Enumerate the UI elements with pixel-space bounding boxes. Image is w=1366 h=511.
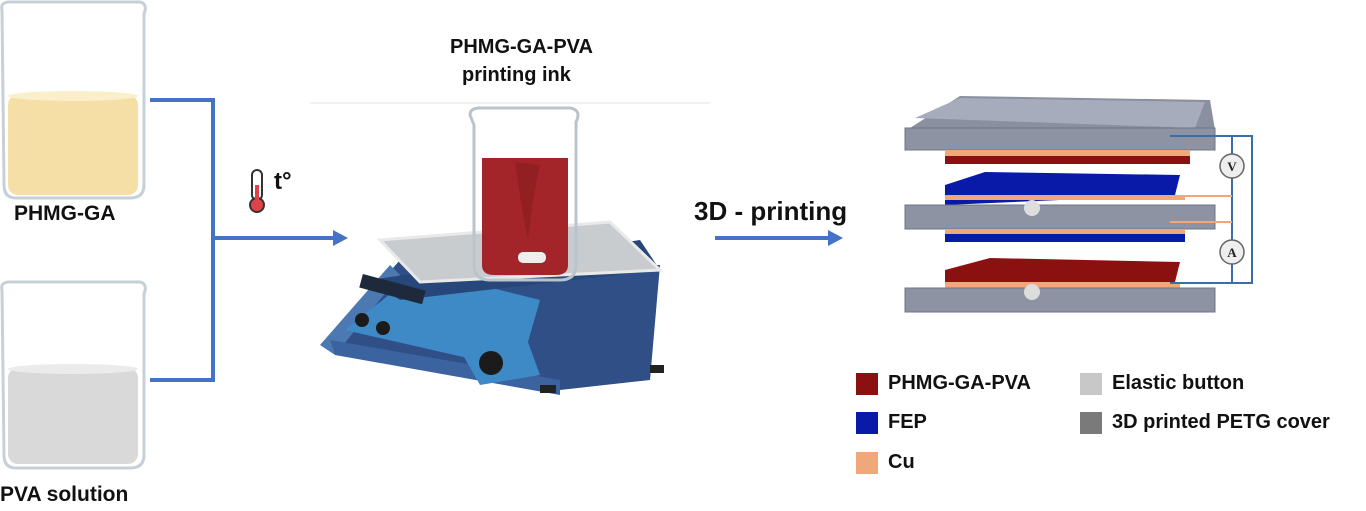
beaker-pva-solution	[0, 280, 147, 470]
measurement-circuit: V A	[1170, 135, 1253, 284]
legend-item-phmg-ga-pva: PHMG-GA-PVA	[856, 372, 1031, 395]
voltmeter-icon	[1219, 153, 1245, 179]
legend-label: 3D printed PETG cover	[1112, 411, 1330, 433]
beaker-ink	[468, 106, 580, 282]
legend-label: Elastic button	[1112, 372, 1245, 394]
legend-swatch	[856, 372, 878, 395]
label-phmg-ga: PHMG-GA	[14, 202, 116, 225]
label-3d-printing: 3D - printing	[694, 196, 848, 226]
mixing-connector	[150, 98, 335, 382]
label-temperature: t°	[274, 168, 292, 195]
legend-item-petg-cover: 3D printed PETG cover	[1080, 411, 1330, 434]
legend-label: PHMG-GA-PVA	[888, 372, 1031, 394]
legend-swatch	[1080, 372, 1102, 395]
legend-swatch	[856, 451, 878, 474]
legend-label: FEP	[888, 411, 927, 433]
legend-item-elastic-button: Elastic button	[1080, 372, 1244, 395]
beaker-phmg-ga	[0, 0, 147, 200]
ink-title-line1: PHMG-GA-PVA	[450, 36, 593, 58]
thermometer-icon	[249, 169, 265, 213]
legend-label: Cu	[888, 451, 915, 473]
arrow-to-device-head	[828, 230, 843, 246]
ammeter-icon	[1219, 239, 1245, 265]
legend-swatch	[856, 411, 878, 434]
arrow-to-stirrer	[333, 230, 348, 246]
legend-item-cu: Cu	[856, 451, 915, 474]
voltmeter-label: V	[1227, 159, 1237, 174]
ink-title-line2: printing ink	[462, 64, 571, 86]
teng-device	[904, 96, 1216, 313]
label-pva-solution: PVA solution	[0, 483, 129, 506]
legend-item-fep: FEP	[856, 411, 927, 434]
legend-swatch	[1080, 411, 1102, 434]
ammeter-label: A	[1227, 245, 1237, 260]
